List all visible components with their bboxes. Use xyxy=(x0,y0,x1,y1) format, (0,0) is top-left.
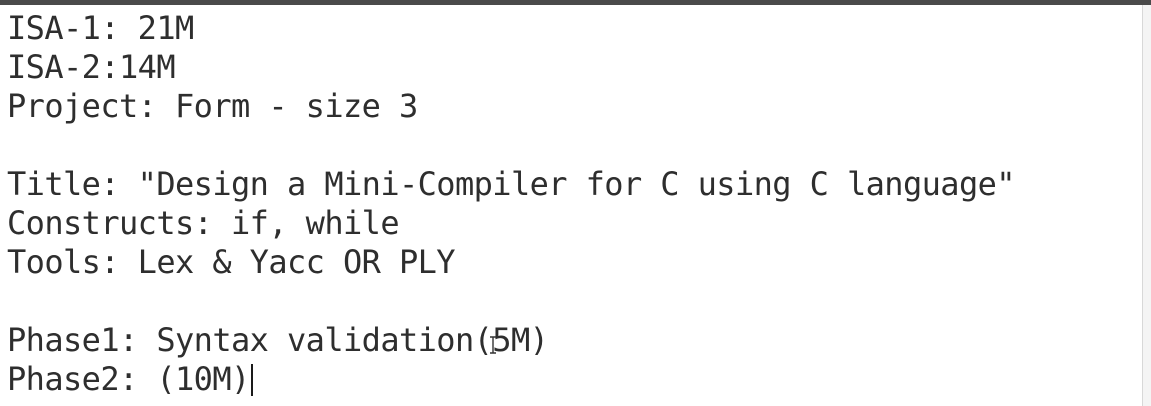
editor-line: Tools: Lex & Yacc OR PLY xyxy=(7,243,456,281)
editor-line-text: Phase2: (10M) xyxy=(7,360,250,398)
editor-line: ISA-1: 21M xyxy=(7,9,194,47)
editor-line: Constructs: if, while xyxy=(7,204,400,242)
vertical-scrollbar[interactable] xyxy=(1142,5,1151,406)
editor-line: ISA-2:14M xyxy=(7,48,176,86)
editor-line-current: Phase2: (10M) xyxy=(7,360,1137,399)
window-top-border xyxy=(0,0,1151,5)
text-caret xyxy=(250,364,253,396)
editor-line: Project: Form - size 3 xyxy=(7,87,418,125)
editor-line-blank xyxy=(7,282,1137,321)
mouse-ibeam-cursor-icon xyxy=(490,336,496,354)
editor-text-area[interactable]: ISA-1: 21M ISA-2:14M Project: Form - siz… xyxy=(7,9,1137,404)
editor-line: Phase1: Syntax validation(5M) xyxy=(7,321,549,359)
editor-line-blank xyxy=(7,126,1137,165)
editor-line: Title: "Design a Mini-Compiler for C usi… xyxy=(7,165,1016,203)
